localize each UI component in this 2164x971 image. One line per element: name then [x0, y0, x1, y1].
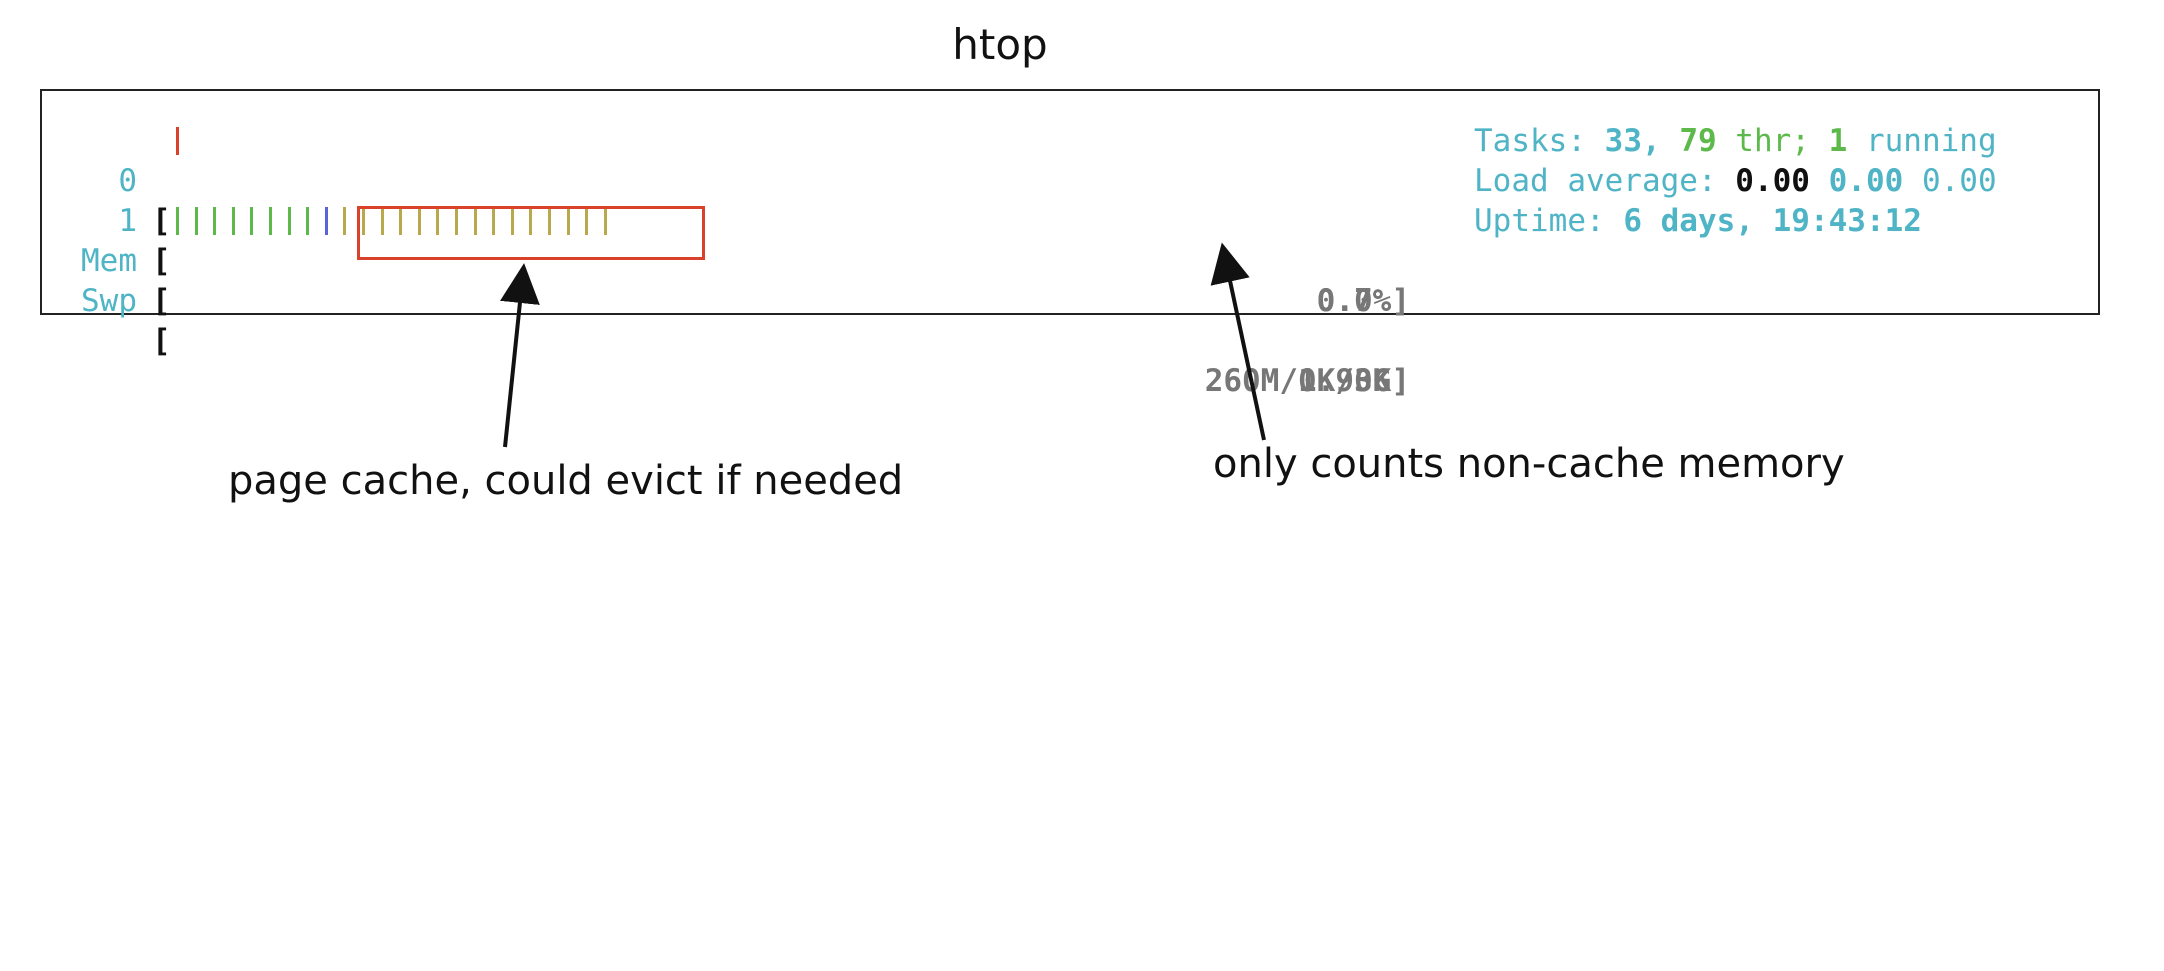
mem-used-segment: [250, 207, 254, 235]
mem-used-segment: [231, 207, 235, 235]
mem-cache-segment: [510, 207, 514, 235]
mem-cache-segment: [380, 207, 384, 235]
load-5min: 0.00: [1828, 163, 1904, 199]
mem-cache-segment: [492, 207, 496, 235]
cpu-0-label: 0: [118, 163, 137, 199]
tasks-separator: ,: [1641, 123, 1680, 159]
swap-label: Swp: [81, 283, 137, 319]
mem-used-segment: [306, 207, 310, 235]
mem-label: Mem: [81, 243, 137, 279]
mem-cache-segment: [343, 207, 347, 235]
cpu-0-bar-segment: [176, 127, 179, 155]
mem-cache-segment: [436, 207, 440, 235]
mem-cache-segment: [603, 207, 607, 235]
cpu-0-value: 0.7%]: [1316, 283, 1410, 319]
mem-used-segment: [287, 207, 291, 235]
load-average-label: Load average:: [1474, 163, 1736, 199]
tasks-count: 33: [1604, 123, 1642, 159]
swap-meter: Swp [ 0K/0K]: [42, 241, 2098, 399]
mem-used-segment: [269, 207, 272, 235]
cpu-1-meter: 1 [ 0.0%]: [42, 161, 2098, 319]
cpu-0-bar: [172, 127, 284, 155]
page-cache-annotation: page cache, could evict if needed: [228, 458, 904, 504]
cpu-0-bracket: [: [152, 203, 171, 239]
mem-value: 260M/1.93G]: [1204, 363, 1410, 399]
cpu-0-meter: 0 [ 0.7%]: [42, 121, 2098, 319]
mem-cache-segment: [529, 207, 533, 235]
annotation-arrows: [500, 242, 1266, 448]
mem-cache-segment: [473, 207, 477, 235]
page-cache-arrow: [500, 263, 540, 448]
load-15min: 0.00: [1921, 163, 1997, 199]
figure-title: htop: [952, 20, 1048, 69]
mem-cache-segment: [548, 207, 551, 235]
page-cache-highlight-box: [357, 206, 705, 260]
swap-value: 0K/0K]: [1298, 363, 1410, 399]
threads-label: thr;: [1716, 123, 1829, 159]
mem-used-segment: [213, 207, 217, 235]
cpu-1-value: 0.0%]: [1316, 283, 1410, 319]
cpu-1-bracket: [: [152, 243, 171, 279]
mem-cache-segment: [417, 207, 421, 235]
htop-terminal: 0 [ 0.7%] 1 [ 0.0%] Mem [ 260M/1.93G] Sw…: [40, 89, 2100, 399]
running-label: running: [1847, 123, 1997, 159]
mem-cache-segment: [399, 207, 403, 235]
mem-bracket: [: [152, 283, 171, 319]
mem-cache-segment: [362, 207, 365, 235]
mem-used-segment: [176, 207, 179, 235]
uptime-label: Uptime:: [1474, 203, 1624, 239]
mem-cache-segment: [585, 207, 589, 235]
threads-count: 79: [1679, 123, 1717, 159]
load-average-line: Load average: 0.00 0.00 0.00: [1474, 161, 1997, 201]
mem-buffers-segment: [324, 207, 328, 235]
tasks-label: Tasks:: [1474, 123, 1605, 159]
mem-cache-segment: [566, 207, 570, 235]
non-cache-arrow: [1210, 242, 1266, 441]
uptime-value: 6 days, 19:43:12: [1623, 203, 1922, 239]
cpu-1-label: 1: [118, 203, 137, 239]
load-1min: 0.00: [1735, 163, 1810, 199]
mem-meter: Mem [ 260M/1.93G]: [42, 201, 2098, 399]
non-cache-annotation: only counts non-cache memory: [1213, 441, 1845, 487]
tasks-line: Tasks: 33, 79 thr; 1 running: [1474, 121, 1997, 161]
mem-used-segment: [194, 207, 198, 235]
mem-cache-segment: [455, 207, 458, 235]
uptime-line: Uptime: 6 days, 19:43:12: [1474, 201, 1922, 241]
running-count: 1: [1828, 123, 1848, 159]
swap-bracket: [: [152, 323, 171, 359]
